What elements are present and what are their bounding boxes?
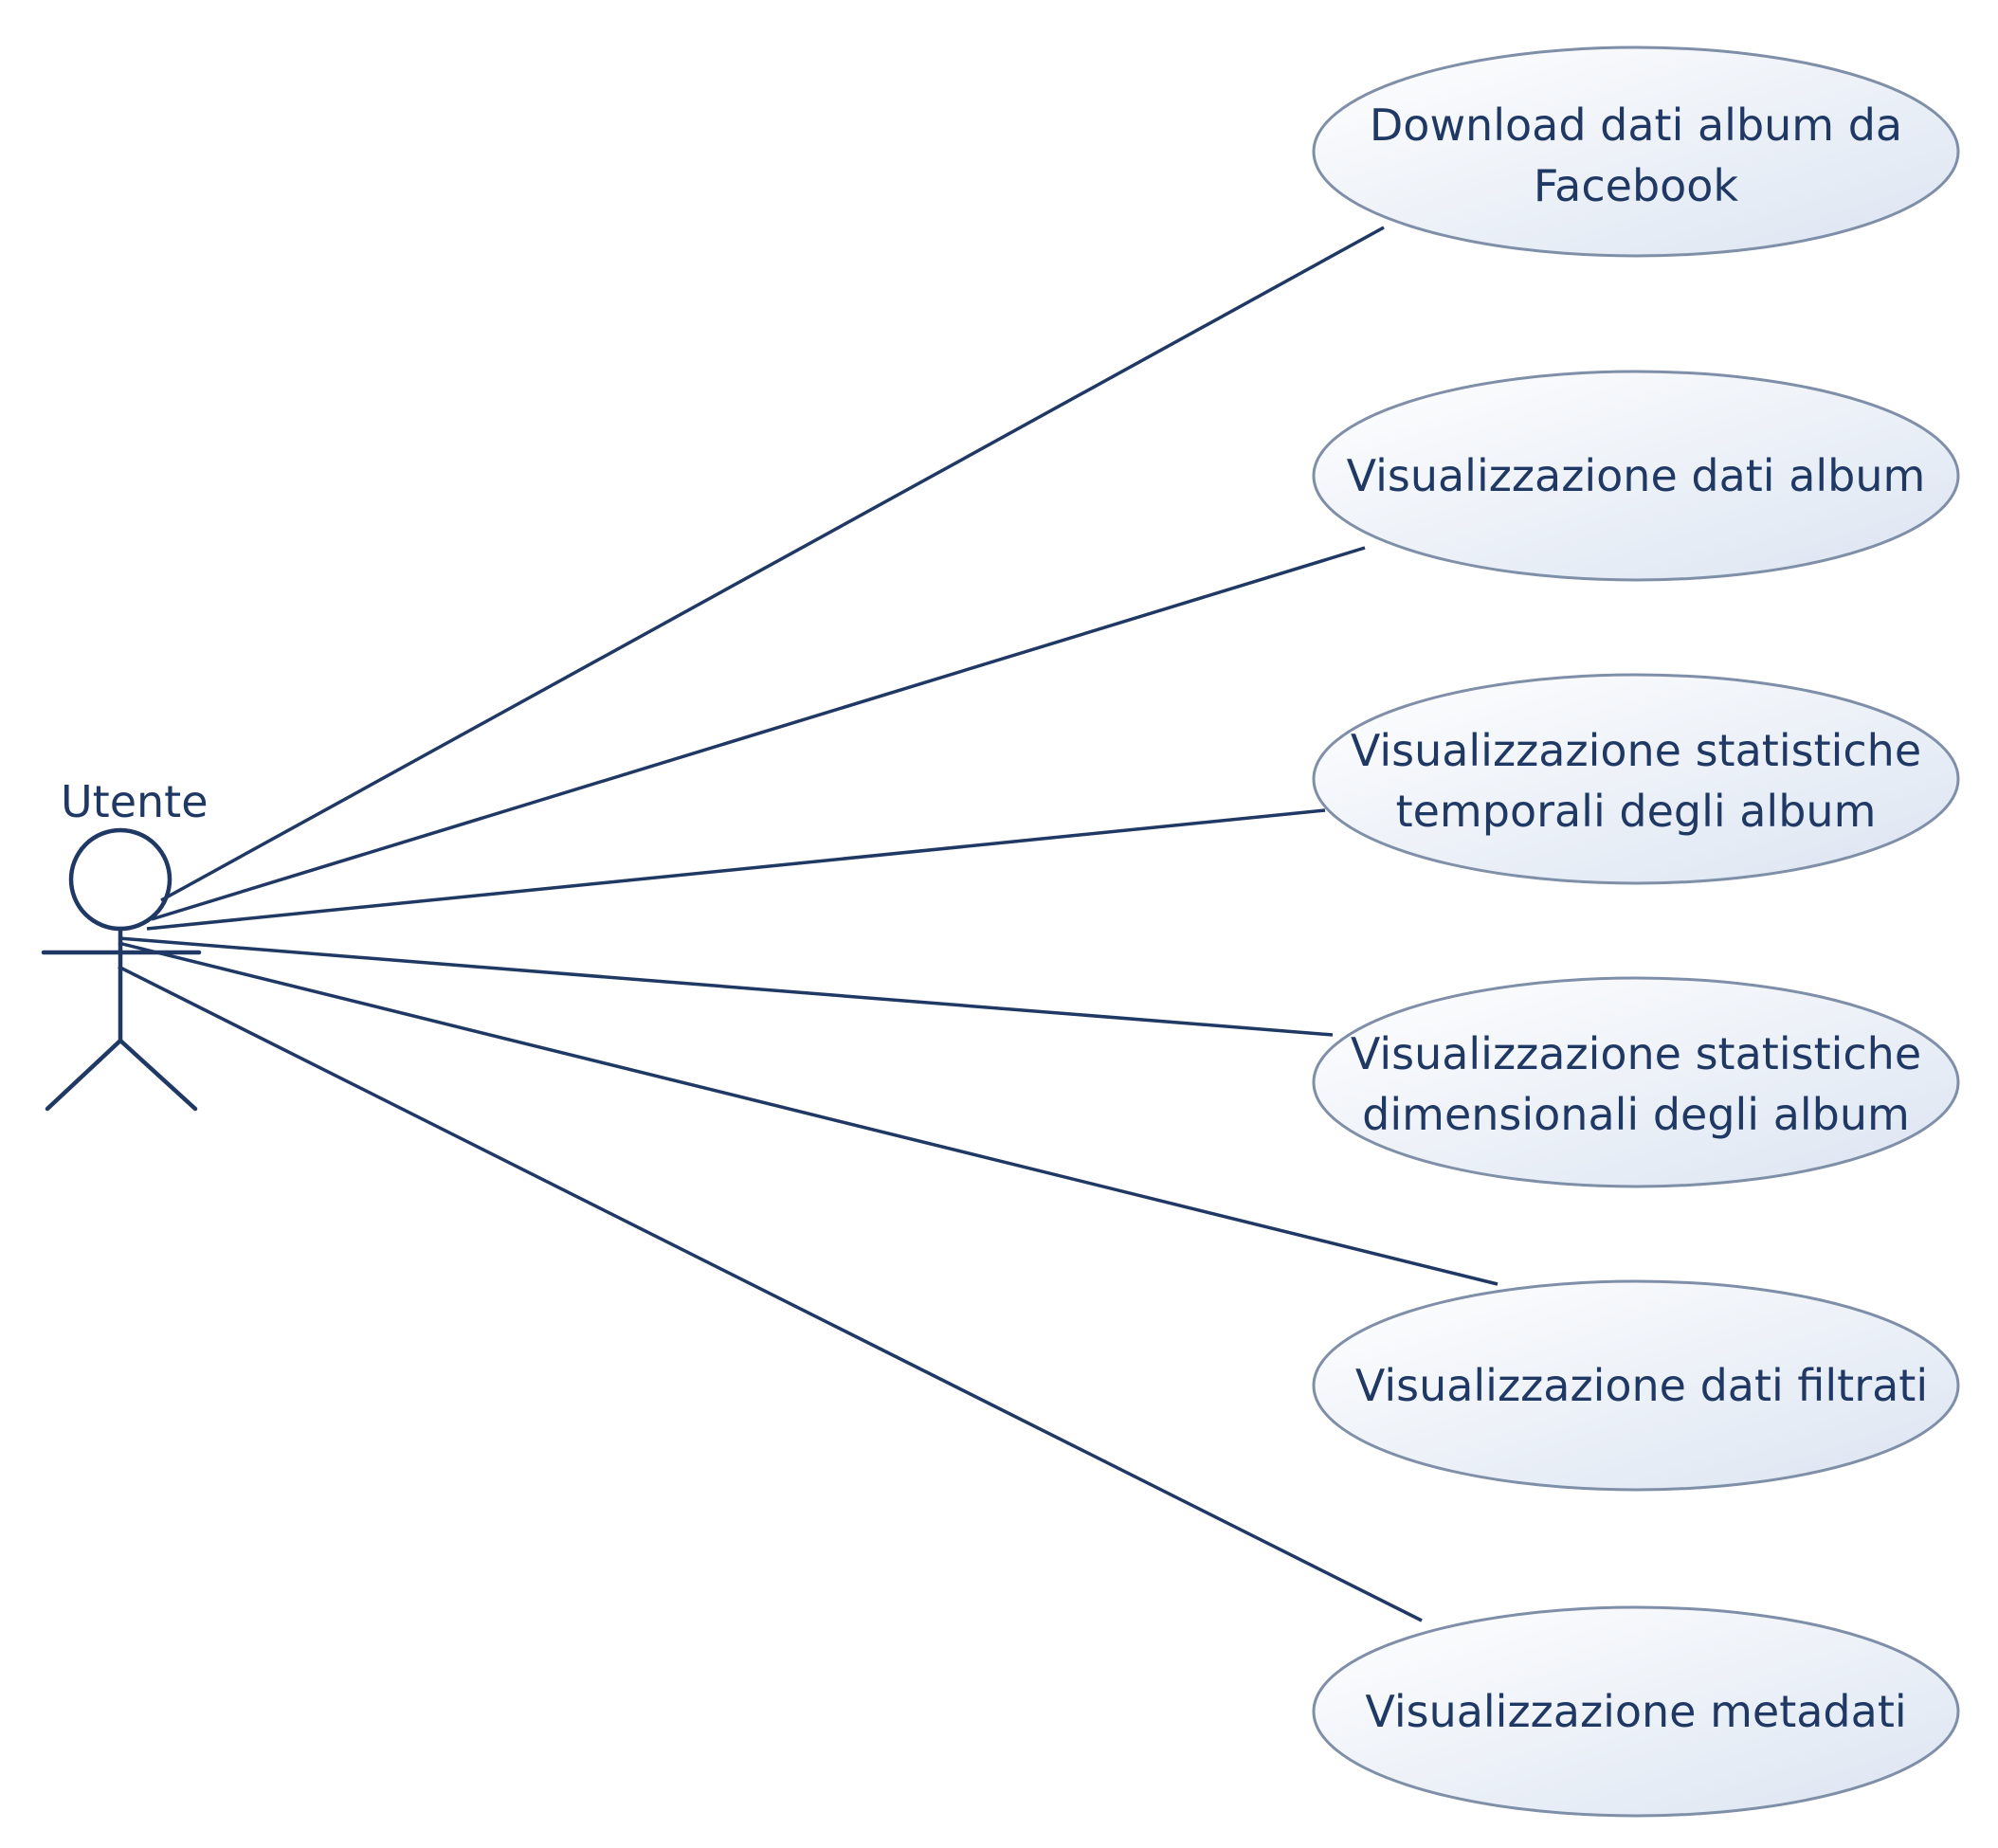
use-case-label: Download dati album da [1370, 100, 1902, 151]
use-case-label: Visualizzazione metadati [1365, 1686, 1906, 1737]
use-case-label: Visualizzazione statistiche [1351, 725, 1921, 776]
use-case-label: dimensionali degli album [1362, 1089, 1910, 1140]
use-case-metadati[interactable] [1312, 1605, 1960, 1818]
association-uc1 [160, 226, 1385, 902]
use-case-visualizzazione-dati-album[interactable] [1312, 370, 1960, 582]
use-case-label: Visualizzazione dati album [1347, 450, 1926, 501]
associations [118, 226, 1498, 1622]
use-case-ellipses [1312, 45, 1960, 1818]
use-case-label: Visualizzazione dati filtrati [1355, 1360, 1928, 1411]
association-uc2 [151, 546, 1366, 921]
use-case-labels: Download dati album da Facebook Visualiz… [1347, 100, 1928, 1737]
use-case-label: Facebook [1534, 160, 1739, 211]
use-case-statistiche-dimensionali[interactable] [1312, 976, 1960, 1188]
use-case-label: temporali degli album [1396, 786, 1877, 837]
actor-label: Utente [61, 776, 209, 827]
association-uc6 [118, 965, 1423, 1622]
use-case-download-facebook[interactable] [1312, 45, 1960, 258]
use-case-label: Visualizzazione statistiche [1351, 1028, 1921, 1079]
stick-figure-actor-icon [41, 827, 202, 1112]
use-case-statistiche-temporali[interactable] [1312, 673, 1960, 885]
actor[interactable]: Utente [41, 776, 209, 1112]
use-case-dati-filtrati[interactable] [1312, 1279, 1960, 1492]
association-uc4 [118, 936, 1334, 1037]
association-uc5 [118, 941, 1498, 1286]
association-uc3 [146, 808, 1326, 931]
